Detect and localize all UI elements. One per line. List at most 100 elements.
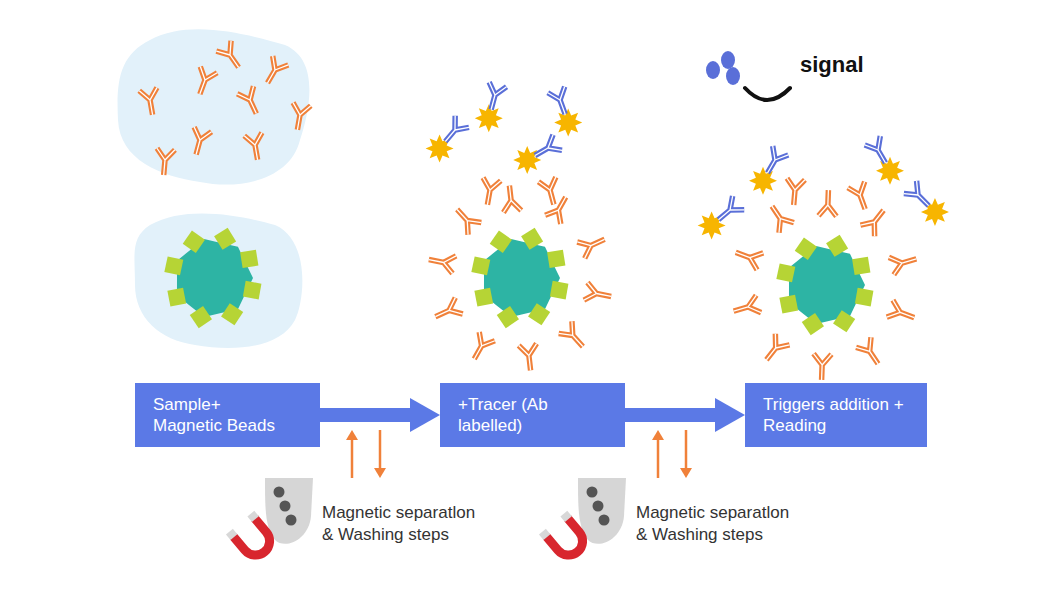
capture-antigen <box>547 250 565 268</box>
antibody-outline <box>713 196 744 227</box>
capture-antigen <box>221 303 243 325</box>
antibody <box>139 88 161 117</box>
antibody <box>438 116 469 147</box>
capture-antigen <box>167 288 186 307</box>
antibody-core <box>856 337 885 369</box>
magnet-pole <box>247 511 258 522</box>
antibody <box>559 321 590 352</box>
antibody <box>450 203 481 234</box>
antibody-core <box>187 127 211 157</box>
antibody-outline <box>482 82 506 112</box>
antibody-core <box>848 182 874 213</box>
magnet-symbol <box>226 511 279 564</box>
antibody-outline <box>760 146 789 178</box>
antibody-core <box>760 146 789 178</box>
capture-antigen <box>855 288 874 307</box>
wash-arrow-head <box>680 468 692 478</box>
capture-antigen <box>243 281 262 300</box>
antibody-outline <box>187 127 211 157</box>
antibody-core <box>466 332 494 363</box>
antibody <box>479 178 501 207</box>
magnetic-bead <box>484 239 560 317</box>
antibody <box>584 282 613 305</box>
antibody <box>731 295 761 319</box>
antibody-outline <box>260 56 289 88</box>
antibody-outline <box>438 116 469 147</box>
flow-arrow <box>625 408 719 422</box>
antibody <box>759 334 789 366</box>
antibody-outline <box>577 231 608 258</box>
antibody <box>785 178 805 205</box>
antibody <box>865 136 894 168</box>
capture-antigen <box>826 235 848 257</box>
antibody-outline <box>191 67 217 98</box>
antibody <box>889 250 919 274</box>
magnetic-bead <box>789 246 865 324</box>
antibody-core <box>904 181 935 212</box>
magnetic-particle <box>280 501 291 512</box>
antibody-outline <box>531 135 563 164</box>
wash-arrow <box>351 438 354 478</box>
photon-dot <box>726 67 740 85</box>
antibody-core <box>813 354 832 381</box>
capture-antigen <box>240 250 258 268</box>
antibody-outline <box>500 185 521 213</box>
antibody-core <box>482 82 506 112</box>
antibody-outline <box>538 177 562 207</box>
antibody-outline <box>139 88 161 117</box>
process-box: Sample+ Magnetic Beads <box>135 383 320 447</box>
antibody <box>713 196 744 227</box>
antibody-core <box>432 298 463 325</box>
antibody-core <box>733 244 764 270</box>
antibody <box>482 82 506 112</box>
antibody-core <box>519 344 540 372</box>
capture-antigen <box>528 303 550 325</box>
antibody-core <box>887 300 918 326</box>
antibody-core <box>237 86 264 117</box>
antibody-outline <box>427 251 456 274</box>
antibody-outline <box>731 295 761 319</box>
capture-antigen <box>833 310 855 332</box>
wash-arrow-head <box>346 430 358 440</box>
capture-antigen <box>164 256 183 275</box>
antibody <box>216 41 246 73</box>
antibody-outline <box>519 344 540 372</box>
antibody-outline <box>237 86 264 117</box>
antibody-core <box>865 136 894 168</box>
antibody <box>531 135 563 164</box>
antibody-core <box>860 205 890 237</box>
antibody <box>818 190 837 217</box>
antibody-outline <box>244 133 266 162</box>
antibody-outline <box>887 300 918 326</box>
antibody-outline <box>813 354 832 381</box>
magnetic-particle <box>599 515 610 526</box>
wash-arrow <box>657 438 660 478</box>
antibody <box>191 67 217 98</box>
antibody-outline <box>733 244 764 270</box>
capture-antigen <box>776 263 795 282</box>
antibody <box>260 56 289 88</box>
capture-antigen <box>190 306 212 328</box>
magnet-body <box>546 518 588 561</box>
antibody-core <box>785 178 805 205</box>
antibody-core <box>889 250 919 274</box>
antibody-core <box>260 56 289 88</box>
antibody-outline <box>216 41 246 73</box>
antibody <box>500 185 521 213</box>
antibody-core <box>479 178 501 207</box>
antibody-outline <box>584 282 613 305</box>
antibody-core <box>155 148 175 175</box>
antibody-outline <box>155 148 175 175</box>
antibody-outline <box>432 298 463 325</box>
antibody <box>538 177 562 207</box>
antibody-outline <box>289 103 311 132</box>
antibody <box>887 300 918 326</box>
magnet-pole <box>539 529 550 540</box>
antibody-core <box>577 231 608 258</box>
capture-antigen <box>521 228 543 250</box>
capture-antigen <box>497 306 519 328</box>
magnetic-particle <box>286 515 297 526</box>
label-star <box>554 109 582 137</box>
step-text: Sample+ Magnetic Beads <box>153 394 278 437</box>
